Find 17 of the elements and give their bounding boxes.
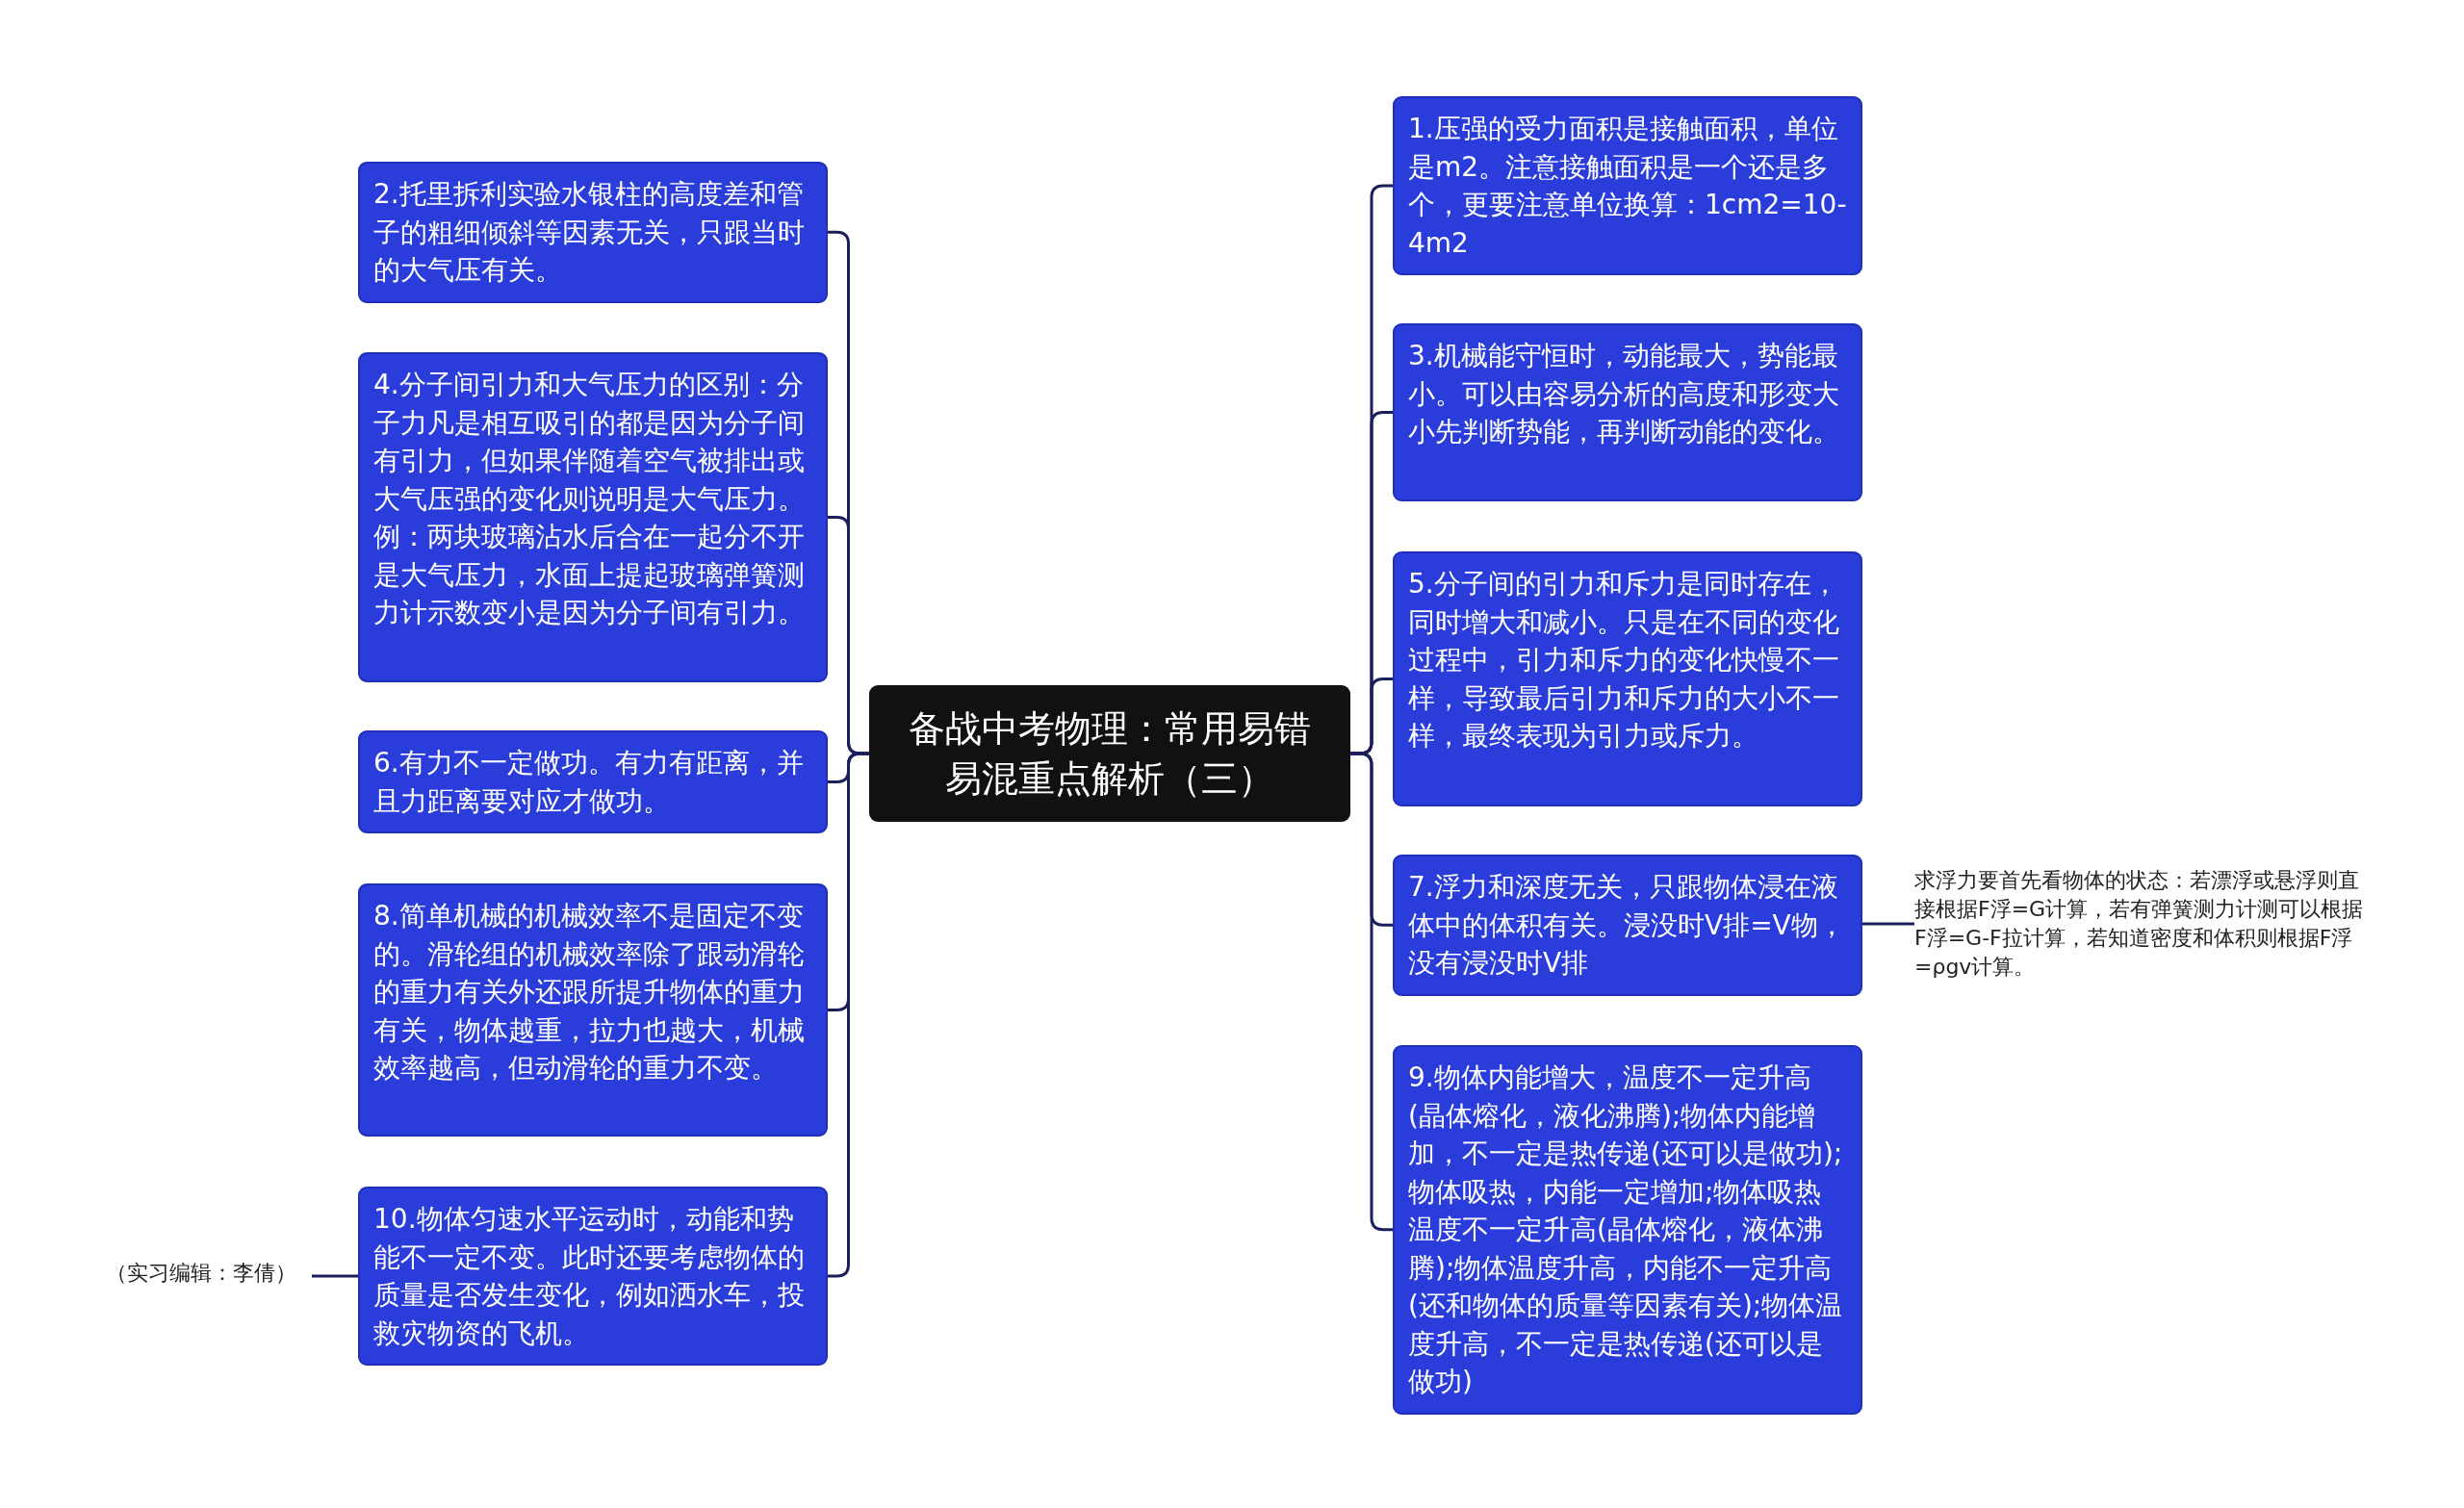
note-text: （实习编辑：李倩）	[106, 1259, 312, 1293]
topic-box: 9.物体内能增大，温度不一定升高(晶体熔化，液化沸腾);物体内能增加，不一定是热传递(还可以是做功);物体吸热，内能一定增加;物体吸热温度不一定升高(晶体熔化，液体沸腾);物体温度升高，内能不一定升高(还和物体的质量等因素有关);物体温度升高，不一定是热传递(还可以是做功)	[1393, 1045, 1862, 1415]
central-topic-box: 备战中考物理：常用易错易混重点解析（三）	[869, 685, 1350, 822]
topic-box: 6.有力不一定做功。有力有距离，并且力距离要对应才做功。	[358, 730, 828, 833]
topic-box: 1.压强的受力面积是接触面积，单位是m2。注意接触面积是一个还是多个，更要注意单位换算：1cm2=10-4m2	[1393, 96, 1862, 275]
topic-box: 7.浮力和深度无关，只跟物体浸在液体中的体积有关。浸没时V排=V物，没有浸没时V排	[1393, 855, 1862, 996]
topic-box: 10.物体匀速水平运动时，动能和势能不一定不变。此时还要考虑物体的质量是否发生变化，例如洒水车，投救灾物资的飞机。	[358, 1187, 828, 1366]
topic-box: 5.分子间的引力和斥力是同时存在，同时增大和减小。只是在不同的变化过程中，引力和斥力的变化快慢不一样，导致最后引力和斥力的大小不一样，最终表现为引力或斥力。	[1393, 551, 1862, 806]
connector-line	[828, 752, 869, 1278]
connector-line	[1862, 922, 1914, 926]
connector-line	[312, 1274, 358, 1278]
connector-line	[1350, 752, 1393, 1232]
topic-box: 2.托里拆利实验水银柱的高度差和管子的粗细倾斜等因素无关，只跟当时的大气压有关。	[358, 162, 828, 303]
topic-box: 8.简单机械的机械效率不是固定不变的。滑轮组的机械效率除了跟动滑轮的重力有关外还跟所提升物体的重力有关，物体越重，拉力也越大，机械效率越高，但动滑轮的重力不变。	[358, 883, 828, 1137]
note-text: 求浮力要首先看物体的状态：若漂浮或悬浮则直接根据F浮=G计算，若有弹簧测力计测可以根据F浮=G-F拉计算，若知道密度和体积则根据F浮=ρgv计算。	[1914, 866, 2367, 982]
topic-box: 3.机械能守恒时，动能最大，势能最小。可以由容易分析的高度和形变大小先判断势能，再判断动能的变化。	[1393, 323, 1862, 501]
topic-box: 4.分子间引力和大气压力的区别：分子力凡是相互吸引的都是因为分子间有引力，但如果伴随着空气被排出或大气压强的变化则说明是大气压力。例：两块玻璃沾水后合在一起分不开是大气压力，水面上提起玻璃弹簧测力计示数变小是因为分子间有引力。	[358, 352, 828, 682]
